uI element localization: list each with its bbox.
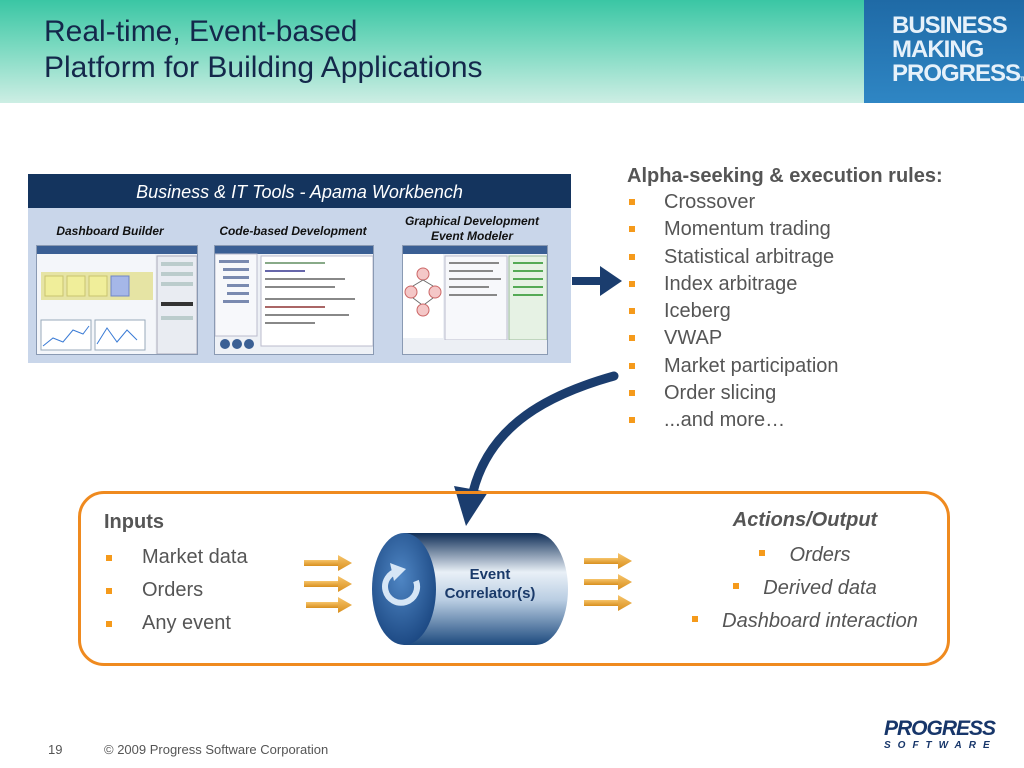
rules-list: Crossover Momentum trading Statistical a… (627, 189, 943, 435)
output-text: Dashboard interaction (722, 610, 918, 632)
list-item: Index arbitrage (627, 271, 943, 298)
rules-heading: Alpha-seeking & execution rules: (627, 165, 943, 187)
output-arrows-icon (584, 553, 632, 611)
bullet-icon (629, 226, 635, 233)
inputs-heading: Inputs (104, 511, 164, 533)
input-arrows-icon (304, 555, 352, 613)
brand-tm: TM (1020, 77, 1024, 83)
slide-title: Real-time, Event-based Platform for Buil… (44, 14, 483, 86)
list-item: Statistical arbitrage (627, 244, 943, 271)
brand-block: BUSINESS MAKING PROGRESSTM (864, 0, 1024, 103)
bullet-icon (629, 253, 635, 260)
page-number: 19 (48, 742, 63, 757)
title-line-2: Platform for Building Applications (44, 51, 483, 84)
graphical-development-label: Graphical Development Event Modeler (392, 214, 552, 244)
bullet-icon (106, 588, 112, 594)
event-correlator-cylinder (372, 533, 568, 645)
bullet-icon (629, 390, 635, 397)
graphical-development-line: Graphical Development (404, 214, 540, 228)
inputs-section: Inputs Market data Orders Any event (104, 509, 248, 640)
brand-line-3: PROGRESS (892, 60, 1021, 87)
list-item: Crossover (627, 189, 943, 216)
bullet-icon (629, 308, 635, 315)
rule-text: Crossover (664, 191, 756, 213)
bullet-icon (629, 280, 635, 287)
correlator-line-1: Event (469, 566, 511, 583)
outputs-list: Orders Derived data Dashboard interactio… (660, 539, 950, 638)
rule-text: Statistical arbitrage (664, 245, 835, 268)
bullet-icon (629, 335, 635, 342)
rule-text: Index arbitrage (664, 272, 798, 295)
dashboard-builder-screenshot (36, 245, 198, 355)
event-modeler-screenshot (402, 245, 548, 355)
right-arrow-icon (572, 266, 622, 296)
brand-line-1: BUSINESS (892, 12, 1008, 39)
code-based-development-label: Code-based Development (219, 224, 367, 238)
rule-text: Order slicing (664, 382, 777, 405)
inputs-list: Market data Orders Any event (104, 541, 248, 640)
title-line-1: Real-time, Event-based (44, 15, 358, 48)
code-based-development-screenshot (214, 245, 374, 355)
copyright-text: © 2009 Progress Software Corporation (104, 742, 329, 757)
outputs-heading: Actions/Output (732, 509, 878, 531)
list-item: Any event (104, 607, 248, 640)
rule-text: Iceberg (664, 300, 731, 323)
event-modeler-line: Event Modeler (430, 229, 514, 243)
bullet-icon (629, 362, 635, 369)
logo-main-text: PROGRESS (884, 717, 996, 740)
rule-text: ...and more… (664, 409, 786, 432)
progress-logo: PROGRESS SOFTWARE (884, 718, 997, 752)
dashboard-builder-thumbnail-icon (37, 246, 197, 354)
bullet-icon (733, 583, 740, 589)
list-item: Momentum trading (627, 216, 943, 243)
event-modeler-thumbnail-icon (403, 246, 547, 354)
curved-arrow-icon (454, 371, 619, 526)
list-item: Order slicing (627, 380, 943, 407)
event-correlator-label: Event Correlator(s) (440, 565, 540, 603)
list-item: Derived data (660, 572, 950, 605)
output-text: Orders (789, 544, 851, 566)
dashboard-builder-label: Dashboard Builder (56, 224, 164, 238)
bullet-icon (629, 199, 635, 205)
correlator-box (78, 491, 950, 666)
input-text: Orders (142, 579, 204, 601)
list-item: Market data (104, 541, 248, 574)
input-text: Any event (142, 612, 231, 634)
brand-tagline: BUSINESS MAKING PROGRESSTM (892, 14, 1024, 92)
correlator-line-2: Correlator(s) (444, 585, 536, 602)
list-item: Market participation (627, 353, 943, 380)
list-item: Iceberg (627, 298, 943, 325)
rule-text: Momentum trading (664, 218, 831, 241)
brand-line-2: MAKING (892, 36, 984, 63)
input-text: Market data (142, 546, 248, 568)
list-item: ...and more… (627, 407, 943, 434)
list-item: Orders (660, 539, 950, 572)
bullet-icon (106, 621, 112, 627)
rules-section: Alpha-seeking & execution rules: Crossov… (627, 163, 943, 435)
rule-text: VWAP (664, 327, 723, 350)
bullet-icon (629, 417, 635, 424)
bullet-icon (106, 555, 112, 561)
workbench-panel: Business & IT Tools - Apama Workbench Da… (28, 174, 571, 363)
header-band: Real-time, Event-based Platform for Buil… (0, 0, 1024, 103)
code-editor-thumbnail-icon (215, 246, 373, 349)
output-text: Derived data (763, 577, 877, 599)
list-item: VWAP (627, 325, 943, 352)
workbench-title: Business & IT Tools - Apama Workbench (28, 174, 571, 208)
list-item: Orders (104, 574, 248, 607)
rule-text: Market participation (664, 354, 839, 377)
list-item: Dashboard interaction (660, 605, 950, 638)
bullet-icon (759, 550, 766, 556)
logo-sub-text: SOFTWARE (884, 740, 997, 751)
outputs-section: Actions/Output Orders Derived data Dashb… (660, 507, 950, 638)
bullet-icon (692, 616, 699, 622)
